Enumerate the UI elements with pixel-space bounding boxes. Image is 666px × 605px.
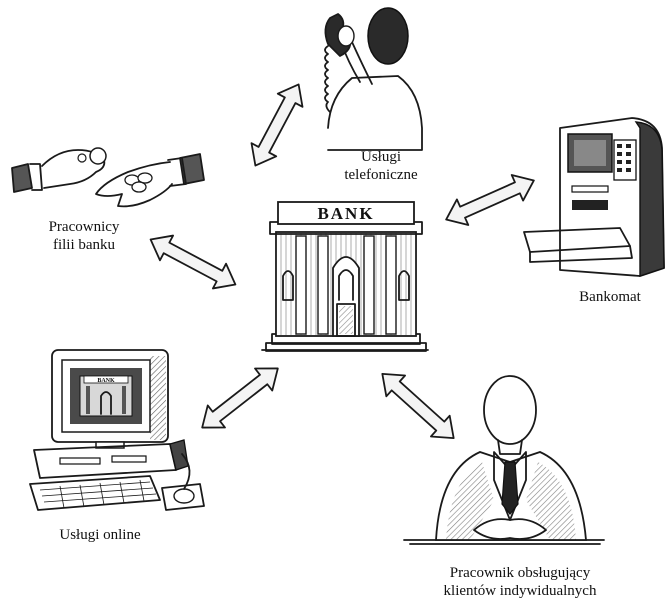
online-services-label-line1: Usługi online bbox=[59, 527, 141, 543]
phone-services-label-line1: Usługi bbox=[360, 149, 401, 165]
phone-services-label-line2: telefoniczne bbox=[344, 167, 418, 183]
bank-sign-text: BANK bbox=[317, 204, 374, 223]
advisor-label-line2: klientów indywidualnych bbox=[443, 583, 597, 599]
advisor-label-line1: Pracownik obsługujący bbox=[449, 565, 591, 581]
bank-building-icon: BANK bbox=[261, 201, 429, 352]
online-services-label: Usługi online bbox=[30, 526, 170, 544]
advisor-person-icon bbox=[403, 375, 605, 545]
arrow-bank-atm bbox=[445, 174, 535, 226]
atm-label: Bankomat bbox=[560, 288, 660, 306]
branch-workers-label: Pracownicy filii banku bbox=[24, 218, 144, 254]
atm-label-line1: Bankomat bbox=[579, 289, 641, 305]
arrow-bank-branch bbox=[149, 234, 237, 290]
branch-hands-icon bbox=[11, 147, 205, 208]
advisor-label: Pracownik obsługujący klientów indywidua… bbox=[420, 564, 620, 600]
phone-services-label: Usługi telefoniczne bbox=[326, 148, 436, 184]
computer-icon: BANK bbox=[29, 349, 205, 511]
arrow-bank-online bbox=[201, 367, 279, 429]
arrow-bank-advisor bbox=[381, 372, 455, 440]
atm-icon bbox=[523, 117, 665, 277]
branch-workers-label-line1: Pracownicy bbox=[48, 219, 120, 235]
branch-workers-label-line2: filii banku bbox=[52, 237, 116, 253]
arrow-bank-phone bbox=[250, 83, 304, 167]
phone-person-icon bbox=[324, 7, 423, 151]
computer-screen-bank-text: BANK bbox=[97, 378, 115, 384]
